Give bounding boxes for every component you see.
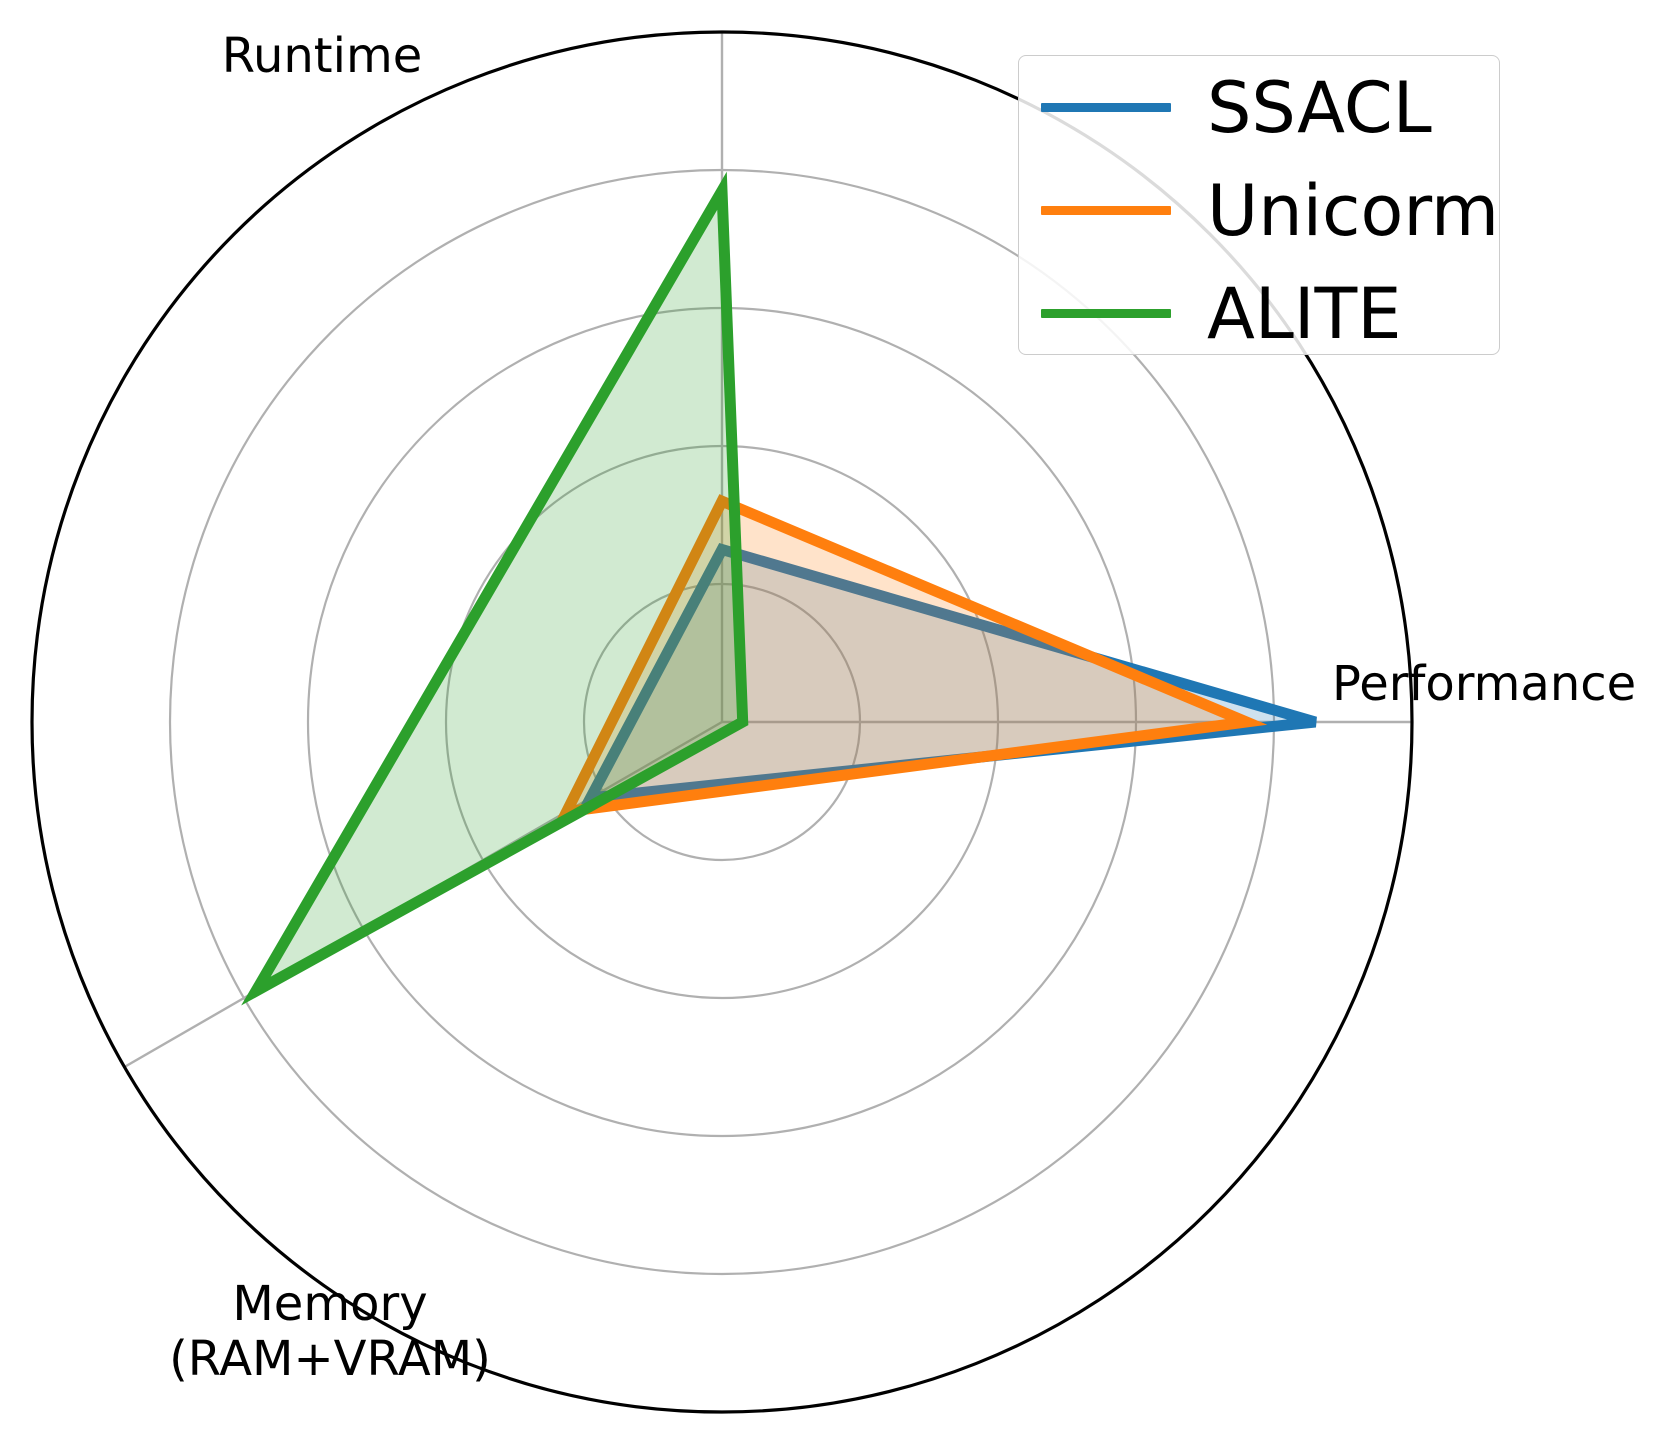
axis-label-memory-line1: Memory (232, 1276, 427, 1332)
legend-label-alite: ALITE (1207, 272, 1402, 355)
axis-label-memory-line2: (RAM+VRAM) (169, 1331, 491, 1387)
legend-label-ssacl: SSACL (1207, 66, 1432, 149)
legend: SSACL Unicorm ALITE (1018, 55, 1500, 355)
legend-item-1[interactable]: Unicorm (1019, 159, 1499, 262)
series-outline-unicorm (557, 494, 1268, 819)
legend-item-0[interactable]: SSACL (1019, 56, 1499, 159)
legend-label-unicorm: Unicorm (1207, 169, 1500, 252)
legend-swatch-alite (1041, 309, 1171, 318)
axis-label-runtime: Runtime (222, 28, 422, 84)
series-outline-alite (241, 171, 749, 1006)
axis-label-performance: Performance (1332, 656, 1636, 712)
legend-item-2[interactable]: ALITE (1019, 262, 1499, 365)
series-polygons (241, 171, 1317, 1006)
outer-boundary-ring (30, 30, 1414, 1414)
legend-swatch-unicorm (1041, 206, 1171, 215)
outer-ring (30, 30, 1414, 1414)
legend-swatch-ssacl (1041, 103, 1171, 112)
